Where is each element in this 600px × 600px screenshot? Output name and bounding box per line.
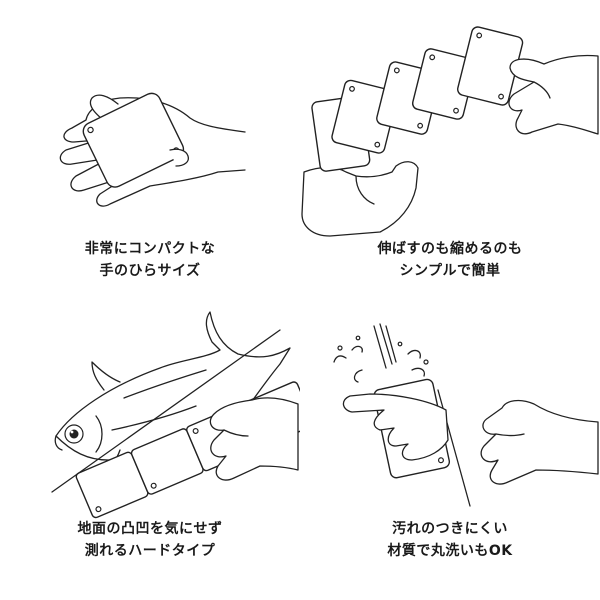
caption-wash-line2: 材質で丸洗いもOK	[387, 543, 513, 559]
caption-compact-line2: 手のひらサイズ	[99, 263, 201, 279]
caption-extend-line2: シンプルで簡単	[399, 263, 501, 279]
caption-fish-line1: 地面の凸凹を気にせず	[77, 521, 223, 537]
caption-compact-line1: 非常にコンパクトな	[84, 241, 216, 257]
caption-compact: 非常にコンパクトな 手のひらサイズ	[0, 238, 300, 282]
washing-card-illustration	[333, 323, 599, 507]
hand-holding-card-illustration	[59, 92, 246, 207]
panel-fish: 地面の凸凹を気にせず 測れるハードタイプ	[0, 300, 300, 600]
panel-compact: 非常にコンパクトな 手のひらサイズ	[0, 0, 300, 300]
caption-extend: 伸ばすのも縮めるのも シンプルで簡単	[300, 238, 600, 282]
caption-wash: 汚れのつきにくい 材質で丸洗いもOK	[300, 518, 600, 562]
caption-wash-line1: 汚れのつきにくい	[392, 521, 508, 537]
caption-fish: 地面の凸凹を気にせず 測れるハードタイプ	[0, 518, 300, 562]
fish-measuring-illustration	[51, 311, 300, 519]
hands-extending-cards-illustration	[301, 26, 599, 237]
caption-fish-line2: 測れるハードタイプ	[84, 543, 216, 559]
panel-extend: 伸ばすのも縮めるのも シンプルで簡単	[300, 0, 600, 300]
caption-extend-line1: 伸ばすのも縮めるのも	[377, 241, 523, 257]
panel-wash: 汚れのつきにくい 材質で丸洗いもOK	[300, 300, 600, 600]
